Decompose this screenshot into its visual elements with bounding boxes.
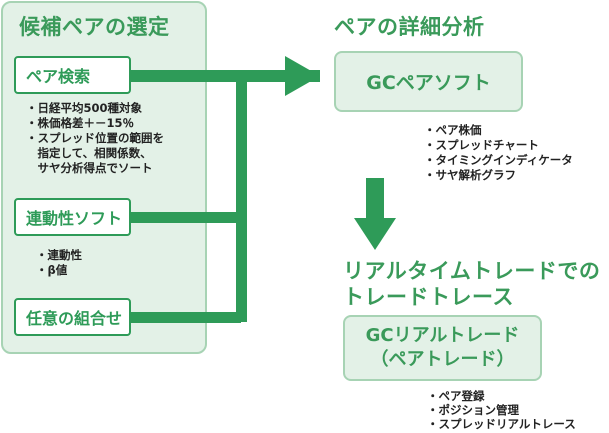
gc-real-trade-label-line1: GCリアルトレード [365, 325, 520, 346]
list-item: ・ペア株価 [424, 123, 482, 137]
realtime-notes: ・ペア登録 ・ポジション管理 ・スプレッドリアルトレース [427, 389, 576, 431]
connector-line [236, 76, 247, 322]
correlation-soft-box: 連動性ソフト [14, 198, 131, 236]
candidate-panel-title: 候補ペアの選定 [19, 15, 170, 39]
any-combination-box: 任意の組合せ [14, 298, 131, 336]
gc-real-trade-label-line2: （ペアトレード） [370, 349, 515, 370]
list-item: ・日経平均500種対象 [26, 101, 143, 115]
realtime-title-line2: トレードトレース [343, 285, 514, 309]
connector-line [366, 178, 384, 220]
connector-line [131, 312, 241, 323]
pair-analysis-title: ペアの詳細分析 [334, 15, 485, 39]
list-item: ・タイミングインディケータ [424, 153, 573, 167]
connector-line [131, 70, 320, 82]
list-item: ・サヤ解析グラフ [424, 168, 516, 182]
pair-search-label: ペア検索 [26, 67, 91, 86]
list-item: ・スプレッド位置の範囲を [26, 131, 164, 145]
correlation-soft-notes: ・連動性 ・β値 [36, 248, 82, 278]
any-combination-label: 任意の組合せ [26, 309, 123, 328]
list-item: ・ペア登録 [427, 389, 485, 403]
list-item: ・連動性 [36, 248, 82, 262]
list-item: 指定して、相関係数、 [26, 146, 152, 160]
gc-pair-soft-label: GCペアソフト [366, 72, 491, 94]
realtime-title-line1: リアルタイムトレードでの [343, 259, 601, 283]
arrow-right-icon [285, 56, 320, 96]
gc-pair-soft-box: GCペアソフト [334, 51, 523, 112]
pair-analysis-notes: ・ペア株価 ・スプレッドチャート ・タイミングインディケータ ・サヤ解析グラフ [424, 123, 573, 183]
pair-search-notes: ・日経平均500種対象 ・株価格差＋－15％ ・スプレッド位置の範囲を 指定して… [26, 101, 164, 176]
list-item: ・ポジション管理 [427, 403, 519, 417]
realtime-title: リアルタイムトレードでの トレードトレース [343, 258, 600, 310]
list-item: ・スプレッドリアルトレース [427, 417, 576, 431]
arrow-down-icon [354, 218, 396, 250]
connector-line [131, 212, 241, 223]
list-item: ・スプレッドチャート [424, 138, 539, 152]
gc-real-trade-box: GCリアルトレード （ペアトレード） [343, 315, 542, 381]
correlation-soft-label: 連動性ソフト [26, 209, 123, 228]
list-item: サヤ分析得点でソート [26, 161, 153, 175]
list-item: ・β値 [36, 263, 68, 277]
pair-search-box: ペア検索 [14, 56, 131, 94]
list-item: ・株価格差＋－15％ [26, 116, 135, 130]
